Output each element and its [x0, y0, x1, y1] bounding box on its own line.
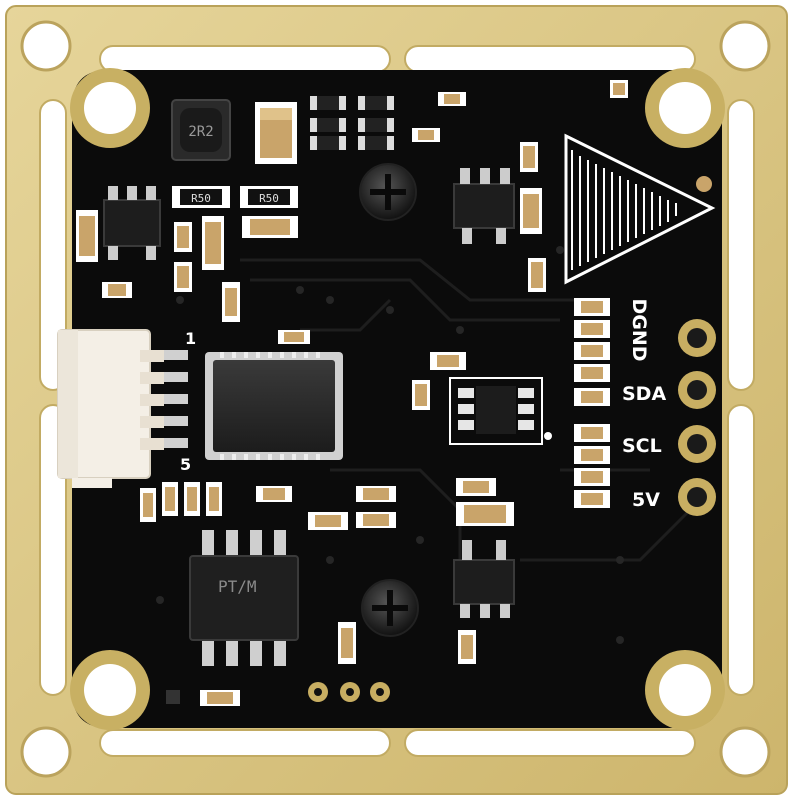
screw-bottom: [361, 579, 419, 637]
mounting-holes: [70, 68, 725, 730]
soic8-small-chip: [449, 377, 552, 445]
resistor-r50-b: R50: [240, 186, 298, 208]
inductor: 2R2: [171, 99, 231, 161]
screw-top: [359, 163, 417, 221]
pin-label-5v: 5V: [632, 489, 660, 511]
pin-label-dgnd: DGND: [628, 298, 650, 361]
brand-logo-triangle: [564, 133, 716, 285]
frame-slots: [39, 45, 755, 757]
header-pads: [678, 319, 716, 516]
connector-pin5-label: 5: [180, 455, 191, 474]
smd-passives: [76, 80, 712, 706]
frame-corner-holes: [20, 20, 771, 778]
soic8-chip: PT/M: [189, 530, 299, 666]
resistor-r50-a: R50: [172, 186, 230, 208]
pcb-traces: [240, 258, 692, 562]
jst-connector: 1 5: [57, 329, 196, 488]
svg-text:R50: R50: [259, 192, 279, 205]
tantalum-capacitor: [255, 102, 297, 164]
sot-transistor-bottom: [453, 540, 515, 618]
sot-transistor-top: [453, 168, 515, 244]
sot-regulator-left: [103, 186, 161, 260]
inductor-marking: 2R2: [188, 124, 213, 140]
pin-label-sda: SDA: [622, 383, 666, 405]
svg-text:R50: R50: [191, 192, 211, 205]
connector-pin1-label: 1: [185, 329, 196, 348]
bottom-test-pads: [308, 682, 390, 702]
qfn-main-chip: [205, 352, 343, 460]
pin-label-scl: SCL: [622, 435, 662, 457]
chip-marking: PT/M: [218, 577, 257, 596]
